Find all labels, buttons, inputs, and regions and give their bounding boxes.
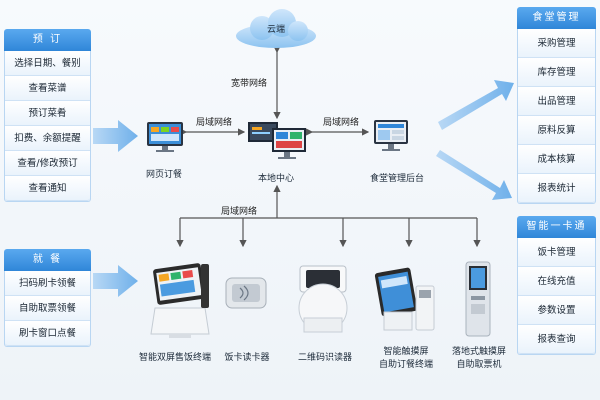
web-ordering-label: 网页订餐	[145, 170, 183, 180]
web-ordering-monitor	[145, 120, 185, 154]
card-reader-label: 饭卡读卡器	[224, 353, 270, 363]
reserve-item-notice: 查看通知	[5, 176, 90, 201]
arrow-reserve-to-web	[93, 120, 138, 152]
dual-screen-terminal	[147, 262, 213, 342]
touch-terminal-label-1: 智能触摸屏	[383, 347, 429, 357]
server-display-icon	[248, 122, 306, 159]
dining-item-ticket: 自助取票领餐	[5, 296, 90, 321]
card-item-report: 报表查询	[518, 325, 595, 354]
touch-terminal-icon	[374, 267, 435, 331]
local-center-screens	[246, 118, 308, 164]
qr-reader-label: 二维码识读器	[297, 353, 353, 363]
canteen-item-cost: 成本核算	[518, 145, 595, 174]
qr-scanner-icon	[298, 265, 348, 333]
canteen-mgmt-panel: 食堂管理 采购管理 库存管理 出品管理 原料反算 成本核算 报表统计	[517, 7, 596, 204]
dining-panel: 就 餐 扫码刷卡领餐 自助取票领餐 刷卡窗口点餐	[4, 249, 91, 347]
canteen-backend-label: 食堂管理后台	[369, 174, 425, 184]
cloud-label: 云端	[266, 25, 286, 35]
kiosk-label-1: 落地式触摸屏	[451, 347, 507, 357]
monitor-icon	[374, 120, 408, 151]
arrow-dining-to-devices	[93, 265, 138, 297]
broadband-label: 宽带网络	[230, 79, 268, 89]
canteen-item-report: 报表统计	[518, 174, 595, 203]
card-item-settings: 参数设置	[518, 296, 595, 325]
touch-ordering-terminal	[374, 266, 440, 338]
card-panel: 智能一卡通 饭卡管理 在线充值 参数设置 报表查询	[517, 216, 596, 355]
kiosk-label-2: 自助取票机	[456, 360, 502, 370]
dual-screen-terminal-label: 智能双屏售饭终端	[138, 353, 212, 363]
dining-panel-title: 就 餐	[4, 249, 91, 271]
card-reader-icon	[225, 277, 267, 309]
cloud-node	[232, 8, 320, 50]
canteen-item-material: 原料反算	[518, 116, 595, 145]
reserve-item-modify: 查看/修改预订	[5, 151, 90, 176]
canteen-item-inventory: 库存管理	[518, 58, 595, 87]
monitor-icon	[147, 122, 183, 152]
lan-left-label: 局域网络	[195, 118, 233, 128]
card-item-recharge: 在线充值	[518, 267, 595, 296]
canteen-item-purchase: 采购管理	[518, 29, 595, 58]
canteen-backend-monitor	[372, 118, 410, 154]
reserve-item-view-menu: 查看菜谱	[5, 76, 90, 101]
local-center-label: 本地中心	[257, 174, 295, 184]
reserve-item-select-date: 选择日期、餐别	[5, 51, 90, 76]
dining-item-window: 刷卡窗口点餐	[5, 321, 90, 346]
reserve-panel: 预 订 选择日期、餐别 查看菜谱 预订菜肴 扣费、余额提醒 查看/修改预订 查看…	[4, 29, 91, 202]
cloud-icon	[236, 9, 316, 48]
card-reader-device	[222, 272, 270, 312]
floor-kiosk	[462, 260, 494, 340]
reserve-panel-title: 预 订	[4, 29, 91, 51]
arrow-to-card	[436, 150, 512, 200]
reserve-item-balance: 扣费、余额提醒	[5, 126, 90, 151]
arrow-to-canteen-mgmt	[438, 80, 514, 130]
card-panel-title: 智能一卡通	[517, 216, 596, 238]
lan-right-label: 局域网络	[322, 118, 360, 128]
dining-item-scan: 扫码刷卡领餐	[5, 271, 90, 296]
canteen-item-output: 出品管理	[518, 87, 595, 116]
lan-bottom-label: 局域网络	[220, 207, 258, 217]
touch-terminal-label-2: 自助订餐终端	[378, 360, 434, 370]
qr-reader-device	[290, 258, 356, 338]
canteen-mgmt-title: 食堂管理	[517, 7, 596, 29]
kiosk-icon	[465, 261, 491, 337]
pos-terminal-icon	[150, 263, 210, 338]
card-item-manage: 饭卡管理	[518, 238, 595, 267]
reserve-item-order-dish: 预订菜肴	[5, 101, 90, 126]
